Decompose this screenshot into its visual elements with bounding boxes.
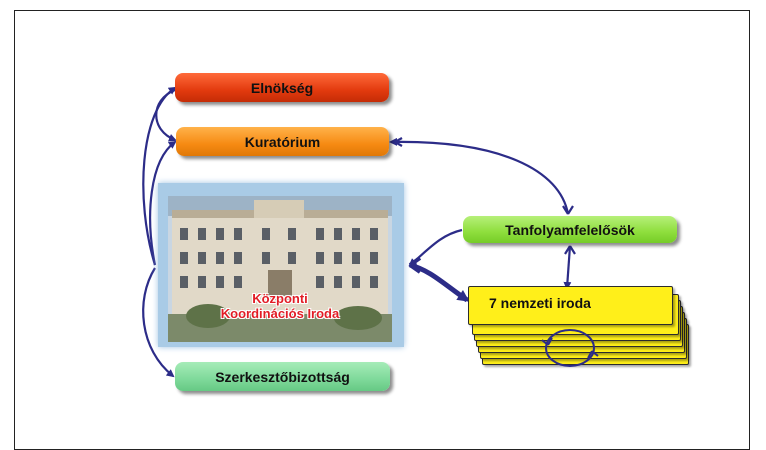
central-office-label-line1: Központi — [252, 291, 308, 306]
link-kuratorium-to-tanf — [389, 137, 570, 215]
cycle-icon — [545, 329, 595, 367]
node-elnokseg-label: Elnökség — [250, 79, 314, 96]
node-tanfolyamfelelosok-label: Tanfolyamfelelősök — [505, 221, 635, 238]
link-center-to-szerk — [142, 267, 175, 378]
link-tanf-to-iroda — [563, 245, 572, 290]
node-szerkesztobizottsag-label: Szerkesztőbizottság — [215, 368, 350, 385]
central-office-label-line2: Koordinációs Iroda — [220, 306, 340, 321]
link-center-to-kuratorium — [149, 140, 177, 266]
building-photo — [168, 196, 392, 342]
node-kuratorium-label: Kuratórium — [244, 133, 321, 150]
node-nemzeti-iroda: 7 nemzeti iroda — [468, 286, 673, 325]
cycle-icon-layer — [541, 329, 599, 367]
central-office-label: Központi Koordinációs Iroda — [168, 291, 392, 321]
node-szerkesztobizottsag: Szerkesztőbizottság — [175, 362, 390, 391]
node-nemzeti-iroda-label: 7 nemzeti iroda — [489, 295, 591, 311]
connector-layer — [142, 86, 576, 378]
link-elnokseg-kuratorium — [155, 88, 177, 142]
node-tanfolyamfelelosok: Tanfolyamfelelősök — [463, 216, 677, 243]
node-elnokseg: Elnökség — [175, 73, 389, 102]
node-kuratorium: Kuratórium — [176, 127, 389, 156]
